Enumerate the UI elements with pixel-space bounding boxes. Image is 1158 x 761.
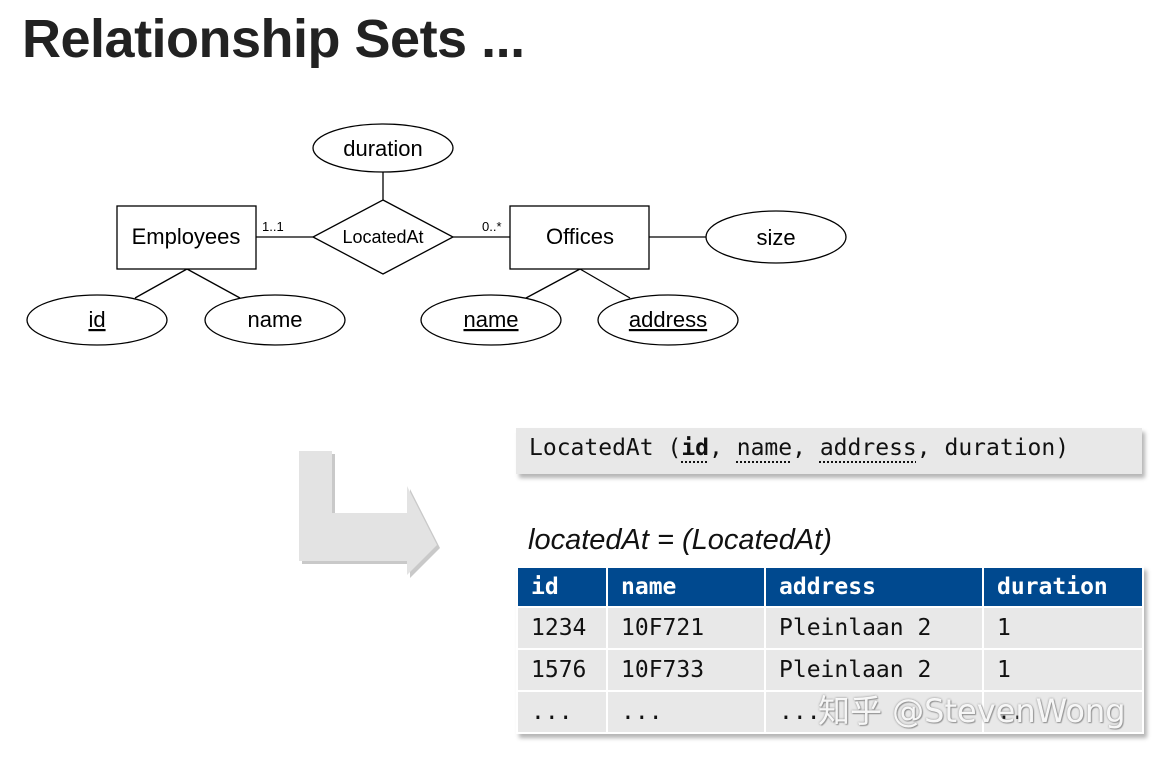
attr-off-name-shape: [420, 294, 562, 346]
table-cell: 1: [982, 648, 1144, 692]
cardinality-offices: 0..*: [482, 219, 502, 234]
table-cell: ...: [606, 690, 766, 734]
table-cell: ...: [516, 690, 608, 734]
attr-emp-id-shape: [26, 294, 168, 346]
schema-pk-id: id: [681, 435, 710, 461]
schema-relation-name: LocatedAt: [529, 435, 654, 461]
table-cell: 1: [982, 606, 1144, 650]
entity-offices-label: Offices: [546, 224, 614, 249]
schema-attr-duration: duration: [944, 435, 1056, 461]
table-cell: 10F733: [606, 648, 766, 692]
table-cell: Pleinlaan 2: [764, 606, 984, 650]
column-header-address: address: [764, 566, 984, 608]
column-header-name: name: [606, 566, 766, 608]
table-cell: ...: [764, 690, 984, 734]
attr-emp-name-shape: [204, 294, 346, 346]
relationship-locatedat-label: LocatedAt: [342, 227, 423, 247]
column-header-duration: duration: [982, 566, 1144, 608]
mapping-expression: locatedAt = (LocatedAt): [528, 524, 832, 556]
table-cell: ...: [982, 690, 1144, 734]
line-off-name: [525, 268, 581, 299]
table-row: ... ... ... ...: [516, 690, 1144, 734]
attr-duration-label: duration: [343, 136, 423, 161]
relationship-locatedat-shape: [311, 199, 455, 275]
cardinality-employees: 1..1: [262, 219, 284, 234]
attr-size-label: size: [756, 225, 795, 250]
line-off-address: [579, 268, 631, 299]
located-at-table: id name address duration 1234 10F721 Ple…: [516, 566, 1144, 734]
table-row: 1234 10F721 Pleinlaan 2 1: [516, 606, 1144, 650]
entity-offices-shape: [509, 205, 650, 270]
relation-schema: LocatedAt (id, name, address, duration): [516, 428, 1142, 474]
schema-fk-address: address: [819, 435, 917, 461]
mapping-arrow-icon: [299, 451, 440, 578]
line-emp-id: [134, 268, 188, 299]
table-cell: Pleinlaan 2: [764, 648, 984, 692]
attr-off-address-label: address: [629, 307, 707, 332]
table-cell: 1576: [516, 648, 608, 692]
attr-emp-id-label: id: [88, 307, 105, 332]
entity-employees-label: Employees: [132, 224, 241, 249]
line-emp-name: [186, 268, 241, 299]
table-row: 1576 10F733 Pleinlaan 2 1: [516, 648, 1144, 692]
attr-emp-name-label: name: [247, 307, 302, 332]
entity-employees-shape: [116, 205, 257, 270]
attr-off-name-label: name: [463, 307, 518, 332]
slide-title: Relationship Sets ...: [22, 9, 525, 69]
column-header-id: id: [516, 566, 608, 608]
table-cell: 1234: [516, 606, 608, 650]
attr-off-address-shape: [597, 294, 739, 346]
watermark: 知乎 @StevenWong: [818, 692, 1126, 730]
schema-fk-name: name: [736, 435, 793, 461]
table-cell: 10F721: [606, 606, 766, 650]
table-header-row: id name address duration: [516, 566, 1144, 608]
attr-duration-shape: [312, 123, 454, 173]
attr-size-shape: [705, 210, 847, 264]
